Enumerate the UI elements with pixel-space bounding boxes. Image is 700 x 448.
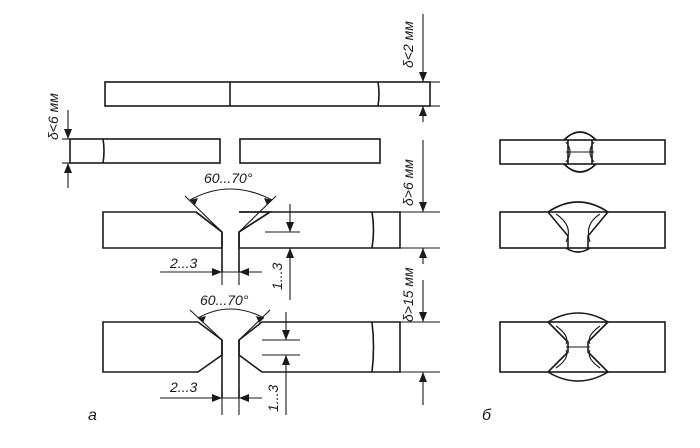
weld-result-thin: [499, 131, 666, 173]
dim-v-thickness: δ>6 мм: [400, 140, 440, 264]
label-x-root: 1...3: [265, 385, 281, 412]
plate-x-groove: [102, 308, 401, 398]
plate-gap: [69, 138, 381, 164]
label-v-root: 1...3: [269, 263, 285, 290]
dim-v-root: 1...3: [265, 204, 300, 300]
label-gap-thickness: δ<6 мм: [45, 93, 61, 140]
label-v-angle: 60...70°: [204, 170, 253, 186]
dim-v-gap: 2...3: [160, 255, 262, 285]
label-x-thickness: δ>15 мм: [400, 267, 416, 322]
weld-result-x: [499, 312, 666, 382]
label-v-thickness: δ>6 мм: [400, 159, 416, 206]
label-panel-b: б: [482, 407, 492, 424]
dim-x-root: 1...3: [262, 312, 300, 415]
label-thin-thickness: δ<2 мм: [400, 21, 416, 68]
dim-x-thickness: δ>15 мм: [400, 267, 440, 405]
weld-result-v: [499, 201, 666, 253]
label-x-gap: 2...3: [169, 379, 197, 395]
label-v-gap: 2...3: [169, 255, 197, 271]
label-panel-a: а: [88, 407, 97, 424]
dim-x-gap: 2...3: [160, 379, 262, 415]
dim-gap-thickness: δ<6 мм: [45, 93, 72, 188]
plate-v-groove: [102, 188, 401, 272]
label-x-angle: 60...70°: [200, 292, 249, 308]
plate-thin: [104, 81, 431, 107]
dim-thin-thickness: δ<2 мм: [400, 14, 440, 122]
